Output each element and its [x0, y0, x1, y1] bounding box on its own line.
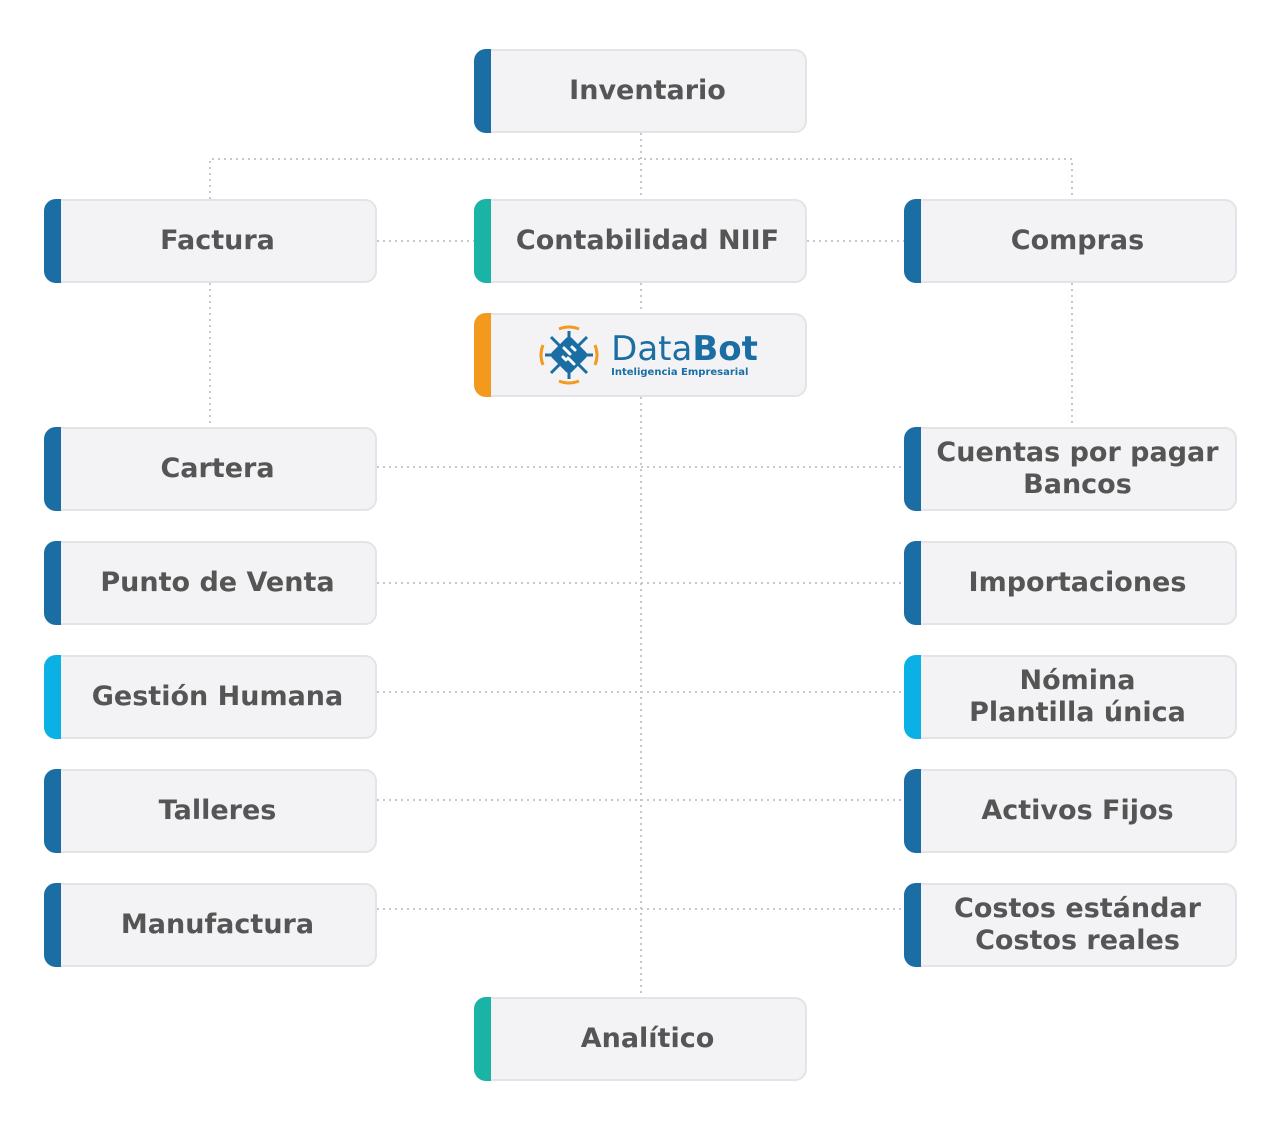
- node-label: Activos Fijos: [981, 795, 1174, 826]
- node-gestion-humana: Gestión Humana: [44, 655, 377, 739]
- node-factura: Factura: [44, 199, 377, 283]
- node-label: Nómina: [1019, 665, 1136, 696]
- node-label: Gestión Humana: [91, 681, 344, 712]
- node-manufactura: Manufactura: [44, 883, 377, 967]
- node-importaciones: Importaciones: [904, 541, 1237, 625]
- node-label: Manufactura: [120, 909, 315, 940]
- node-label: Bancos: [1023, 469, 1132, 500]
- node-cartera: Cartera: [44, 427, 377, 511]
- node-label: Contabilidad NIIF: [515, 225, 780, 256]
- node-talleres: Talleres: [44, 769, 377, 853]
- logo-name-light: Data: [611, 329, 693, 369]
- node-label: Importaciones: [968, 567, 1187, 598]
- chip-icon: [539, 325, 599, 385]
- node-label: Compras: [1010, 225, 1145, 256]
- node-label: Cartera: [160, 453, 275, 484]
- node-label: Cuentas por pagar: [936, 437, 1219, 468]
- node-label: Punto de Venta: [100, 567, 335, 598]
- node-label: Factura: [160, 225, 275, 256]
- node-label: Costos reales: [975, 925, 1180, 956]
- node-label: Talleres: [158, 795, 277, 826]
- node-punto-de-venta: Punto de Venta: [44, 541, 377, 625]
- node-label: Inventario: [569, 75, 726, 106]
- node-compras: Compras: [904, 199, 1237, 283]
- logo-name-bold: Bot: [692, 329, 758, 369]
- node-contabilidad-niif: Contabilidad NIIF: [474, 199, 807, 283]
- node-inventario: Inventario: [474, 49, 807, 133]
- node-activos-fijos: Activos Fijos: [904, 769, 1237, 853]
- node-analitico: Analítico: [474, 997, 807, 1081]
- logo-tagline: Inteligencia Empresarial: [611, 367, 749, 378]
- node-label: Plantilla única: [969, 697, 1186, 728]
- databot-logo: DataBot Inteligencia Empresarial: [537, 323, 758, 387]
- node-databot-logo: DataBot Inteligencia Empresarial: [474, 313, 807, 397]
- node-label: Costos estándar: [954, 893, 1201, 924]
- node-label: Analítico: [580, 1023, 715, 1054]
